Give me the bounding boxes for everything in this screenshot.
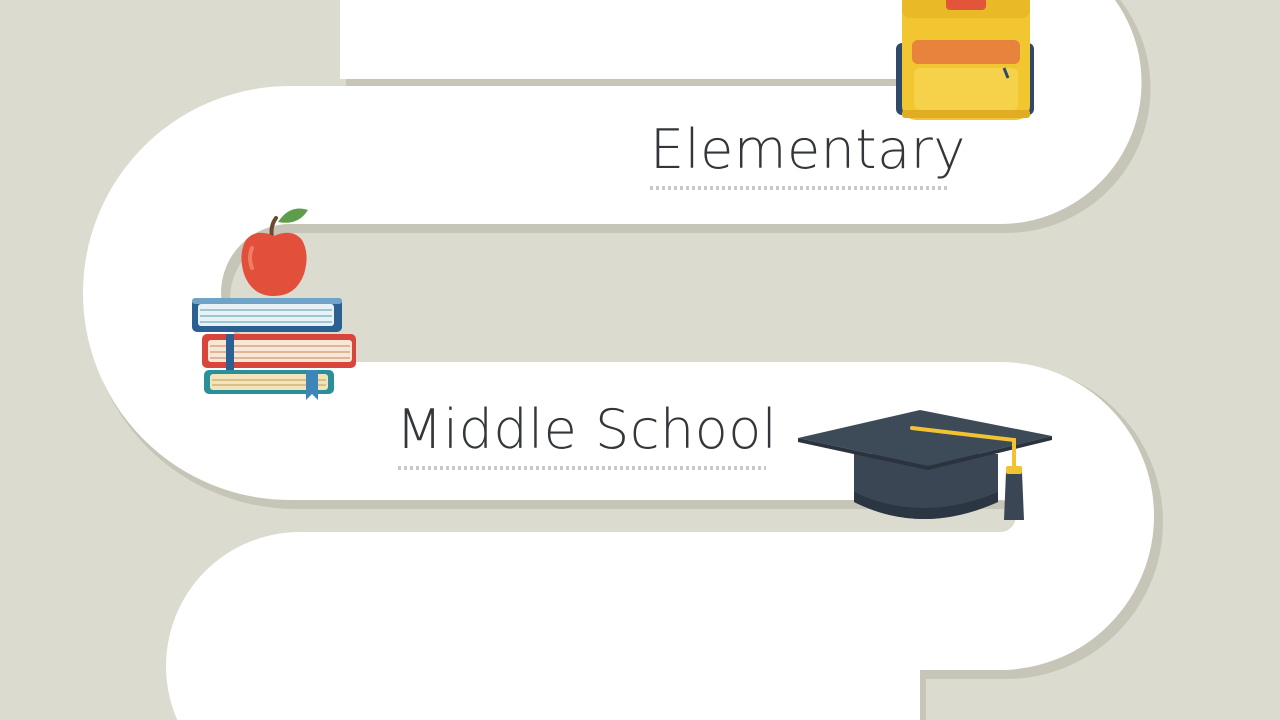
- illegible-caption-line: [650, 186, 950, 190]
- stage-label-middle-school: Middle School: [396, 398, 778, 461]
- graduation-cap-icon: [798, 410, 1052, 520]
- stage-label-elementary: Elementary: [650, 118, 966, 181]
- books-with-apple-icon: [192, 208, 356, 400]
- backpack-icon: [896, 0, 1034, 120]
- illegible-caption-line: [398, 466, 766, 470]
